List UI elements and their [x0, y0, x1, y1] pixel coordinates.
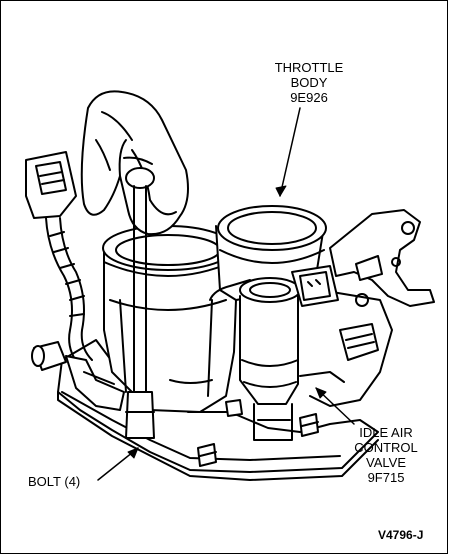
wrench-handle — [125, 167, 155, 189]
throttle-linkage-bracket — [329, 209, 435, 307]
figure-code: V4796-J — [378, 528, 424, 542]
bolt-right — [299, 413, 319, 437]
wrench-shaft — [133, 185, 147, 393]
throttle-body-label-line: THROTTLE — [274, 60, 344, 75]
iac-valve-body — [239, 295, 299, 405]
hand — [80, 90, 189, 236]
throttle-body-opening — [217, 205, 327, 251]
wiring-harness — [45, 217, 93, 367]
tps-connector — [25, 151, 77, 219]
bolt-front — [197, 443, 217, 467]
iac-label-line: VALVE — [366, 455, 406, 470]
idle-air-control-valve-label: IDLE AIR CONTROL VALVE 9F715 — [332, 425, 440, 485]
bolt-label: BOLT (4) — [28, 474, 81, 489]
throttle-bore-opening — [102, 225, 234, 271]
throttle-bore-body — [103, 249, 237, 413]
socket — [125, 391, 155, 439]
throttle-body-label-line: BODY — [290, 75, 328, 90]
throttle-body-label: THROTTLE BODY 9E926 — [262, 60, 356, 105]
iac-part-number: 9F715 — [367, 470, 405, 485]
throttle-body-leader — [279, 107, 301, 197]
iac-label-line: CONTROL — [354, 440, 418, 455]
iac-label-line: IDLE AIR — [359, 425, 413, 440]
bolt-mid — [225, 399, 243, 417]
throttle-body-part-number: 9E926 — [290, 90, 328, 105]
